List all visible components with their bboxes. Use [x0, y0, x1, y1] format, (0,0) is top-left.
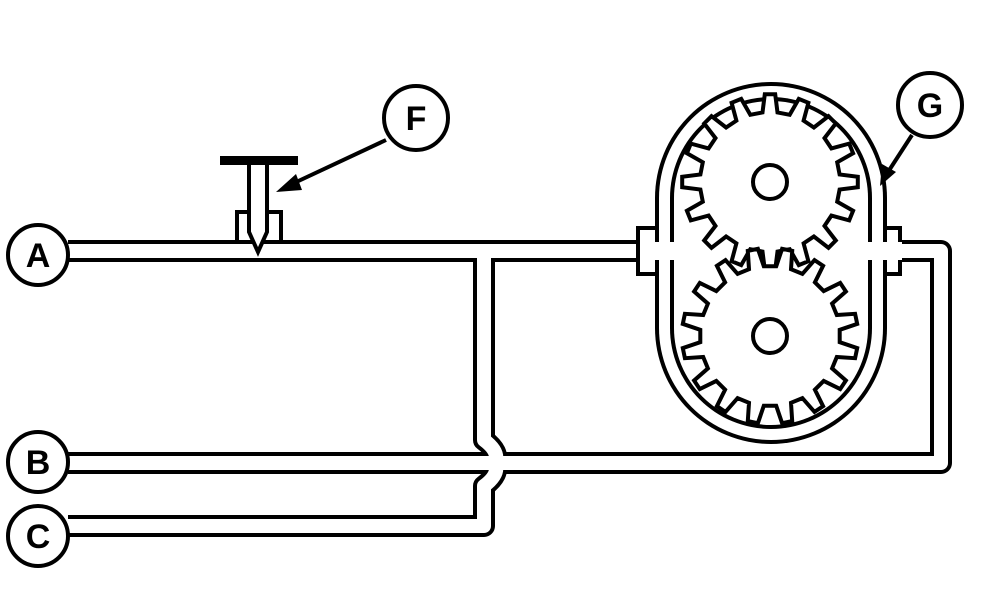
label-a: A [26, 237, 51, 275]
callout-a: A [6, 223, 70, 287]
label-g: G [917, 87, 943, 125]
upper-gear-hub [751, 163, 789, 201]
pipe-branch-c [68, 251, 508, 537]
callout-c: C [6, 504, 70, 568]
valve-f [220, 156, 298, 257]
label-c: C [26, 518, 51, 556]
callout-g: G [896, 71, 964, 139]
label-f: F [406, 100, 427, 138]
leader-arrows [276, 133, 914, 192]
lower-gear-hub [751, 317, 789, 355]
callout-f: F [382, 84, 450, 152]
pump-housing [636, 82, 902, 444]
callout-b: B [6, 430, 70, 494]
pipes [68, 240, 952, 537]
label-b: B [26, 444, 51, 482]
